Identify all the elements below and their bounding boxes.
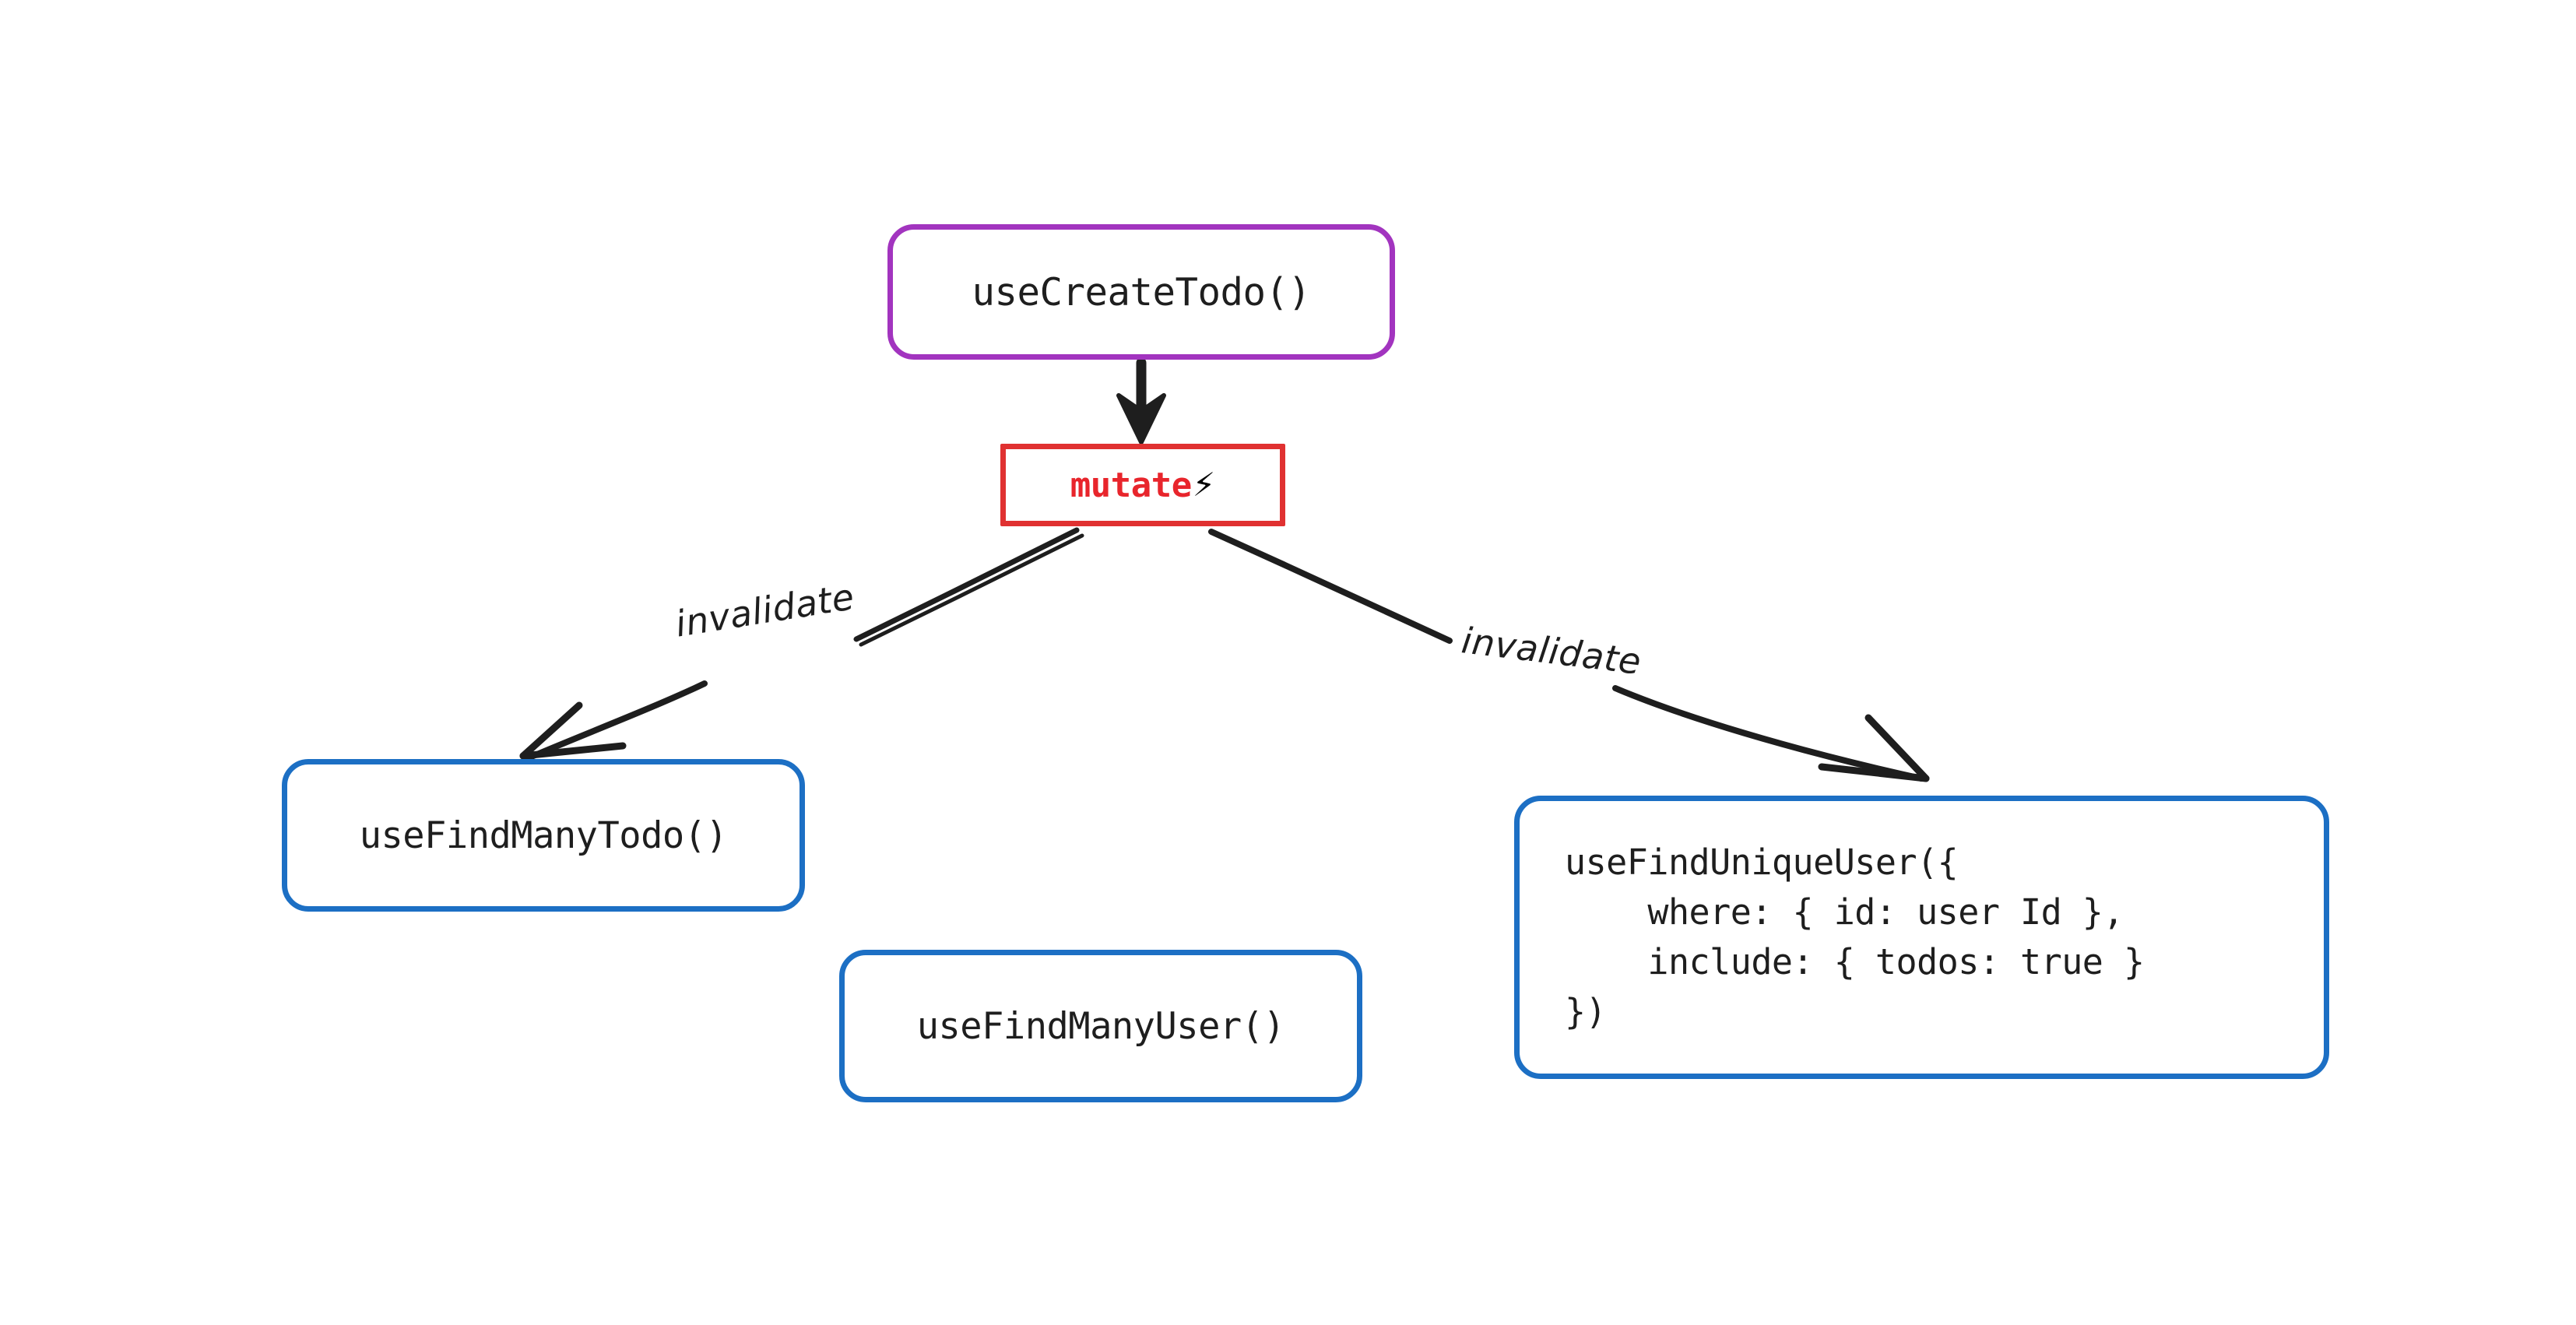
lightning-bolt-icon: ⚡ (1192, 466, 1216, 504)
edge-create-todo-to-mutate (1116, 357, 1166, 445)
node-use-find-many-todo-label: useFindManyTodo() (359, 814, 728, 857)
edge-label-invalidate-left: invalidate (672, 575, 858, 645)
node-use-create-todo-label: useCreateTodo() (972, 269, 1311, 315)
node-use-find-unique-user[interactable]: useFindUniqueUser({ where: { id: user Id… (1514, 796, 2329, 1079)
node-use-find-many-user-label: useFindManyUser() (916, 1004, 1285, 1048)
node-use-create-todo[interactable]: useCreateTodo() (887, 224, 1395, 360)
node-mutate[interactable]: mutate ⚡ (1000, 444, 1285, 526)
node-use-find-unique-user-label: useFindUniqueUser({ where: { id: user Id… (1565, 842, 2145, 1032)
edge-label-invalidate-right: invalidate (1459, 619, 1644, 684)
node-mutate-label: mutate (1070, 465, 1192, 505)
node-use-find-many-user[interactable]: useFindManyUser() (839, 950, 1362, 1102)
node-use-find-many-todo[interactable]: useFindManyTodo() (282, 759, 805, 912)
edge-mutate-to-find-many-todo (519, 527, 1084, 761)
